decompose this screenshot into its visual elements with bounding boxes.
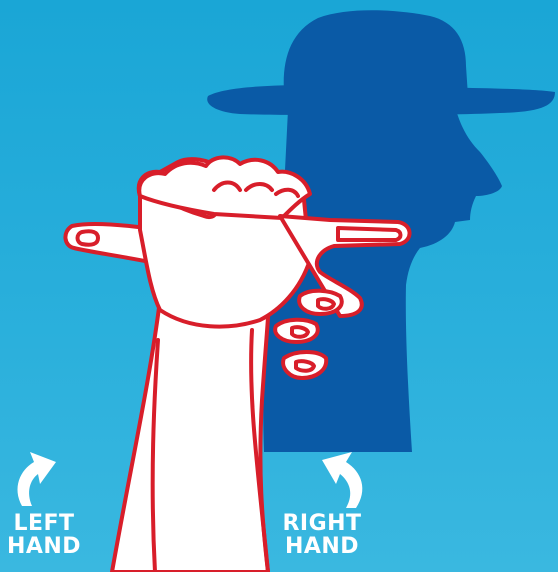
right-fingertip-2-nail	[292, 327, 308, 337]
curved-arrow-right-icon	[322, 452, 362, 508]
left-hand-label-line1: LEFT	[6, 512, 82, 535]
right-index-nail	[338, 228, 401, 240]
right-hand-label-line2: HAND	[280, 535, 364, 558]
right-hand-label-line1: RIGHT	[280, 512, 364, 535]
left-hand-label: LEFT HAND	[6, 512, 82, 558]
left-thumbnail	[78, 231, 99, 245]
right-fingertip-3-nail	[296, 361, 314, 371]
curved-arrow-left-icon	[18, 452, 56, 506]
shadow-hat-crown	[284, 10, 468, 96]
right-hand-label: RIGHT HAND	[280, 512, 364, 558]
left-hand-label-line2: HAND	[6, 535, 82, 558]
right-fingertip-1-nail	[318, 299, 334, 309]
